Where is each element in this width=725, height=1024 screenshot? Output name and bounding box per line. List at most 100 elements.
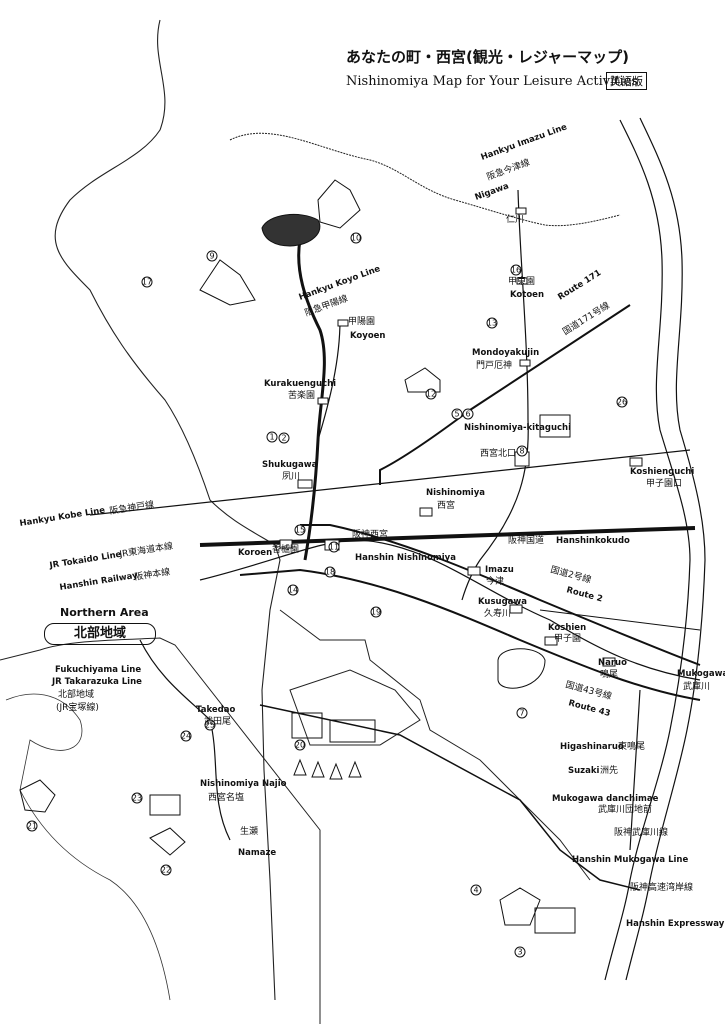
label-namaze: Namaze [238, 848, 276, 858]
spot-26: 26 [617, 398, 627, 407]
label-koshien: Koshien [548, 623, 586, 633]
spot-19: 19 [371, 608, 381, 617]
label-nishinomiya: Nishinomiya [426, 488, 485, 498]
label-hanshin-railway-ja: 阪神本線 [134, 565, 171, 582]
label-imazu: Imazu [485, 565, 514, 575]
label-nishinomiya-kitaguchi-ja: 西宮北口 [480, 447, 516, 459]
spot-23: 23 [132, 794, 142, 803]
railway-hankyu-kobe [89, 449, 691, 516]
label-wangan-route-ja: 阪神高速湾岸線 [630, 881, 693, 893]
label-hanshin-nishinomiya-ja: 阪神西宮 [352, 528, 388, 540]
label-imazu-ja: 今津 [486, 575, 504, 587]
mukogawa-river-east-bank [625, 117, 706, 981]
spot-16: 16 [511, 266, 521, 275]
wangan-route [259, 704, 641, 891]
label-kurakuenguchi-ja: 苦楽園 [288, 389, 315, 401]
city-boundary-north [54, 19, 281, 1001]
railway-hanshin [199, 539, 701, 681]
label-koyoen-ja: 甲陽園 [348, 316, 375, 327]
label-higashinaruo: Higashinaruo [560, 742, 624, 752]
coastline [279, 609, 591, 881]
label-jr-takarazuka-ja: (JR宝塚線) [56, 701, 99, 713]
label-nishinomiya-kitaguchi: Nishinomiya-kitaguchi [464, 423, 571, 433]
map-title-english: Nishinomiya Map for Your Leisure Activit… [346, 74, 639, 89]
label-koroen: Koroen [238, 548, 272, 558]
northern-area-label: 北部地域 [44, 623, 156, 645]
label-hankyu-imazu-ja: 阪急今津線 [485, 156, 531, 183]
spot-4: 4 [473, 886, 478, 895]
label-fukuchiyama-ja: 北部地域 [58, 688, 94, 700]
label-takedao: Takedao [196, 705, 235, 715]
label-hanshin-mukogawa-ja: 阪神武庫川線 [614, 826, 668, 838]
label-namaze-ja: 生瀬 [240, 825, 258, 837]
harbor [289, 669, 421, 746]
road-labels: Route 171 国道171号線 Route 2 国道2号線 Route 43… [549, 268, 613, 719]
label-koshien-ja: 甲子園 [554, 633, 581, 644]
label-nishinomiya-najio: Nishinomiya Najio [200, 779, 287, 789]
spot-25: 25 [205, 721, 215, 730]
label-hankyu-imazu: Hankyu Imazu Line [480, 122, 569, 163]
spot-3: 3 [517, 948, 522, 957]
label-mukogawa-danchimae: Mukogawa danchimae [552, 794, 659, 804]
label-koyoen: Koyoen [350, 331, 385, 341]
label-hanshin-railway: Hanshin Railway [59, 571, 139, 593]
label-higashinaruo-ja: 東鳴尾 [618, 740, 645, 752]
railway-hankyu-koyo [317, 319, 341, 441]
label-shukugawa-ja: 夙川 [282, 471, 300, 482]
railway-hanshin-mukogawa [629, 689, 641, 851]
spot-12: 12 [426, 390, 436, 399]
spot-14: 14 [288, 586, 298, 595]
label-jr-tokaido: JR Tokaido Line [48, 550, 122, 571]
label-nishinomiya-ja: 西宮 [437, 499, 455, 511]
label-mukogawa: Mukogawa [677, 669, 725, 679]
label-route-43: Route 43 [567, 698, 611, 719]
spot-22: 22 [161, 866, 171, 875]
label-kusugawa: Kusugawa [478, 597, 527, 607]
label-hanshinkokudo-ja: 阪神国道 [508, 534, 544, 546]
northern-area-border [0, 637, 321, 1024]
label-suzaki-ja: 洲先 [600, 764, 618, 776]
spot-5: 5 [454, 410, 459, 419]
spot-8: 8 [519, 447, 524, 456]
station-labels: Nigawa 仁川 Kotoen 甲東園 Koyoen 甲陽園 Mondoyak… [196, 181, 725, 858]
label-route-171-ja: 国道171号線 [560, 299, 611, 337]
label-jr-tokaido-ja: JR東海道本線 [118, 540, 174, 560]
spot-7: 7 [519, 709, 524, 718]
language-badge: 英語版 [606, 72, 647, 90]
label-shukugawa: Shukugawa [262, 460, 318, 470]
label-route-171: Route 171 [556, 268, 603, 302]
spot-11: 11 [329, 543, 339, 552]
northern-area-region [5, 693, 171, 1001]
label-fukuchiyama: Fukuchiyama Line [55, 665, 141, 675]
spot-markers: 1 2 3 4 5 6 7 8 9 10 11 12 13 14 15 16 1… [26, 232, 628, 958]
meishin-highway [539, 609, 701, 631]
label-kotoen-ja: 甲東園 [508, 275, 535, 287]
map-title-japanese: あなたの町・西宮(観光・レジャーマップ) [346, 48, 629, 66]
station-markers [279, 207, 643, 667]
label-jr-takarazuka: JR Takarazuka Line [51, 677, 142, 687]
label-mondoyakujin: Mondoyakujin [472, 348, 539, 358]
spot-13: 13 [487, 319, 497, 328]
mukogawa-river-west-bank [604, 119, 691, 981]
route-43 [239, 568, 701, 701]
label-route-2-ja: 国道2号線 [549, 563, 592, 585]
illustrations [19, 179, 576, 934]
spot-6: 6 [465, 410, 470, 419]
spot-21: 21 [27, 822, 37, 831]
label-nigawa: Nigawa [474, 181, 511, 203]
label-hanshin-nishinomiya: Hanshin Nishinomiya [355, 553, 456, 563]
label-nigawa-ja: 仁川 [506, 213, 524, 225]
label-naruo: Naruo [598, 658, 627, 668]
northern-area-title: Northern Area [60, 606, 149, 619]
spot-10: 10 [351, 234, 361, 243]
label-kotoen: Kotoen [510, 290, 544, 300]
label-suzaki: Suzaki [568, 766, 600, 776]
label-naruo-ja: 鳴尾 [600, 668, 618, 680]
label-hankyu-kobe: Hankyu Kobe Line [19, 506, 106, 529]
reservoir [261, 214, 321, 247]
spot-1: 1 [269, 433, 274, 442]
spot-18: 18 [325, 568, 335, 577]
spot-24: 24 [181, 732, 191, 741]
label-mukogawa-ja: 武庫川 [683, 680, 710, 692]
